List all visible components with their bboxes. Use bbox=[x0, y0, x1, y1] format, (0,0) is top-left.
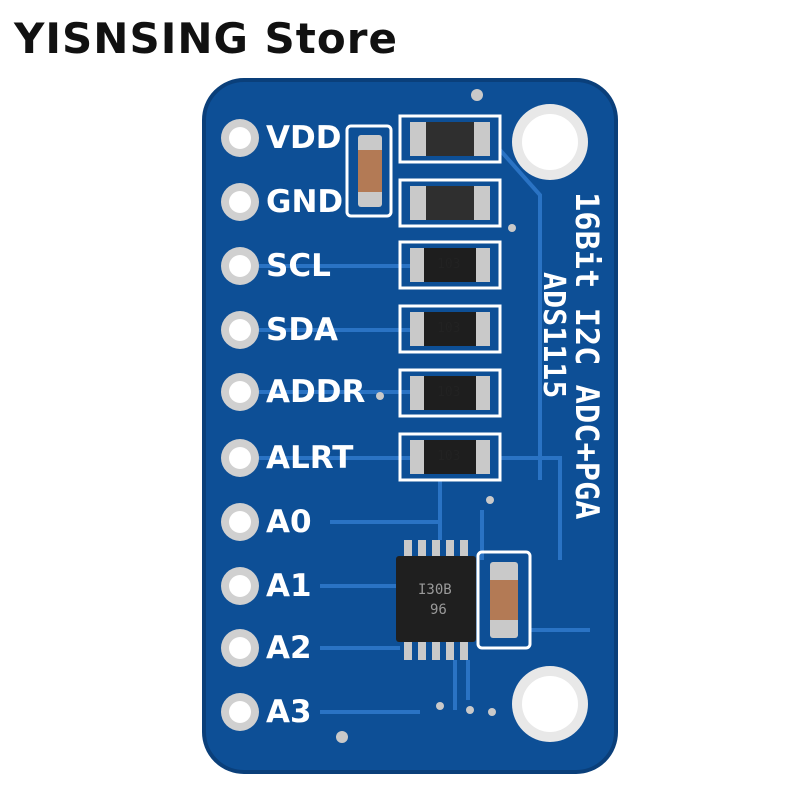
pin-pad bbox=[221, 311, 259, 349]
pin-label-alrt: ALRT bbox=[266, 440, 354, 476]
pin-label-scl: SCL bbox=[266, 248, 331, 284]
pin-label-a0: A0 bbox=[266, 504, 312, 540]
resistor-r2 bbox=[398, 304, 502, 354]
pin-pad bbox=[221, 439, 259, 477]
silkscreen-product-line: 16Bit I2C ADC+PGA bbox=[568, 192, 606, 520]
silkscreen-part-number: ADS1115 bbox=[536, 272, 571, 399]
capacitor-c3 bbox=[398, 178, 502, 228]
resistor-code-r1: 103 bbox=[437, 257, 461, 272]
resistor-r4 bbox=[398, 432, 502, 482]
pin-pad bbox=[221, 503, 259, 541]
capacitor-c1 bbox=[345, 124, 393, 218]
pin-label-a3: A3 bbox=[266, 694, 312, 730]
pin-label-a1: A1 bbox=[266, 568, 312, 604]
pin-pad bbox=[221, 119, 259, 157]
resistor-code-r4: 103 bbox=[437, 449, 461, 464]
pin-label-addr: ADDR bbox=[266, 374, 366, 410]
chip-marking-2: 96 bbox=[430, 602, 447, 618]
pin-pad bbox=[221, 247, 259, 285]
resistor-r1 bbox=[398, 240, 502, 290]
resistor-code-r2: 103 bbox=[437, 321, 461, 336]
pin-pads bbox=[221, 119, 259, 731]
capacitor-c2 bbox=[398, 114, 502, 164]
pin-pad bbox=[221, 183, 259, 221]
mounting-hole-top bbox=[512, 104, 588, 180]
mounting-hole-bottom bbox=[512, 666, 588, 742]
vias bbox=[336, 89, 516, 743]
pin-pad bbox=[221, 567, 259, 605]
ads1115-chip bbox=[396, 540, 476, 660]
capacitor-c4 bbox=[476, 550, 532, 650]
pcb-traces bbox=[258, 148, 590, 714]
chip-marking-1: I30B bbox=[418, 582, 452, 598]
pin-label-a2: A2 bbox=[266, 630, 312, 666]
pin-label-vdd: VDD bbox=[266, 120, 342, 156]
resistor-r3 bbox=[398, 368, 502, 418]
pin-label-sda: SDA bbox=[266, 312, 339, 348]
pin-label-gnd: GND bbox=[266, 184, 344, 220]
resistor-code-r3: 103 bbox=[437, 385, 461, 400]
pin-pad bbox=[221, 629, 259, 667]
store-title-text: YISNSING Store bbox=[14, 14, 398, 63]
pin-pad bbox=[221, 373, 259, 411]
store-watermark: YISNSING Store bbox=[14, 14, 398, 63]
pin-pad bbox=[221, 693, 259, 731]
